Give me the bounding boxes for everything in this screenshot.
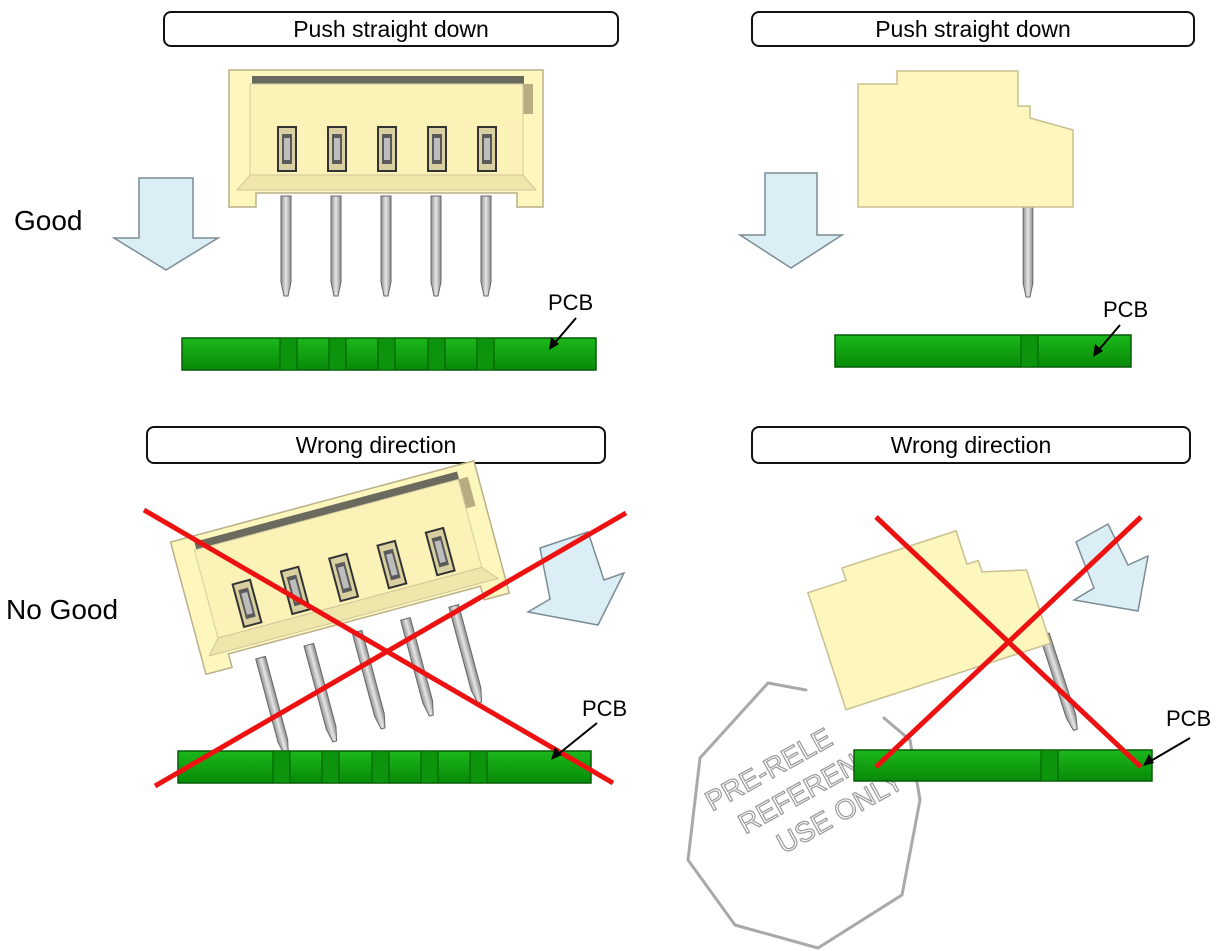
caption-bottom-right: Wrong direction <box>751 426 1191 464</box>
pcb-label-bottom-left: PCB <box>582 696 628 721</box>
connector-top-left <box>228 69 544 208</box>
caption-bottom-left: Wrong direction <box>146 426 606 464</box>
connector-top-right <box>857 70 1074 208</box>
pointer-arrow-icon <box>551 722 598 760</box>
pcb-label-bottom-right: PCB <box>1166 706 1212 731</box>
caption-top-left: Push straight down <box>163 11 619 47</box>
pcb-label-top-right: PCB <box>1103 297 1149 322</box>
pins-top-left <box>280 195 492 297</box>
pcb-top-left <box>181 337 597 371</box>
pointer-arrow-icon <box>549 317 577 350</box>
tilted-assembly-bottom-right <box>806 529 1081 732</box>
pcb-bottom-right <box>853 749 1153 782</box>
down-arrow-icon <box>111 177 221 271</box>
caption-top-right: Push straight down <box>751 11 1195 47</box>
red-cross-icon <box>874 515 1143 769</box>
tilted-assembly-bottom-left <box>169 459 511 757</box>
tilted-arrow-icon <box>525 531 626 626</box>
pointer-arrow-icon <box>1143 737 1191 766</box>
good-label: Good <box>14 205 83 236</box>
connector-bottom-left <box>169 459 511 676</box>
pointer-arrow-icon <box>1093 324 1121 357</box>
pcb-top-right <box>834 334 1132 368</box>
tilted-arrow-icon <box>1071 522 1149 612</box>
red-cross-icon <box>142 507 628 789</box>
down-arrow-icon <box>737 172 845 269</box>
no-good-label: No Good <box>6 594 119 625</box>
pcb-label-top-left: PCB <box>548 290 594 315</box>
pin-top-right <box>1022 199 1034 298</box>
pcb-bottom-left <box>177 750 592 784</box>
pre-release-stamp: PRE-RELE REFEREN USE ONLY <box>686 681 922 950</box>
